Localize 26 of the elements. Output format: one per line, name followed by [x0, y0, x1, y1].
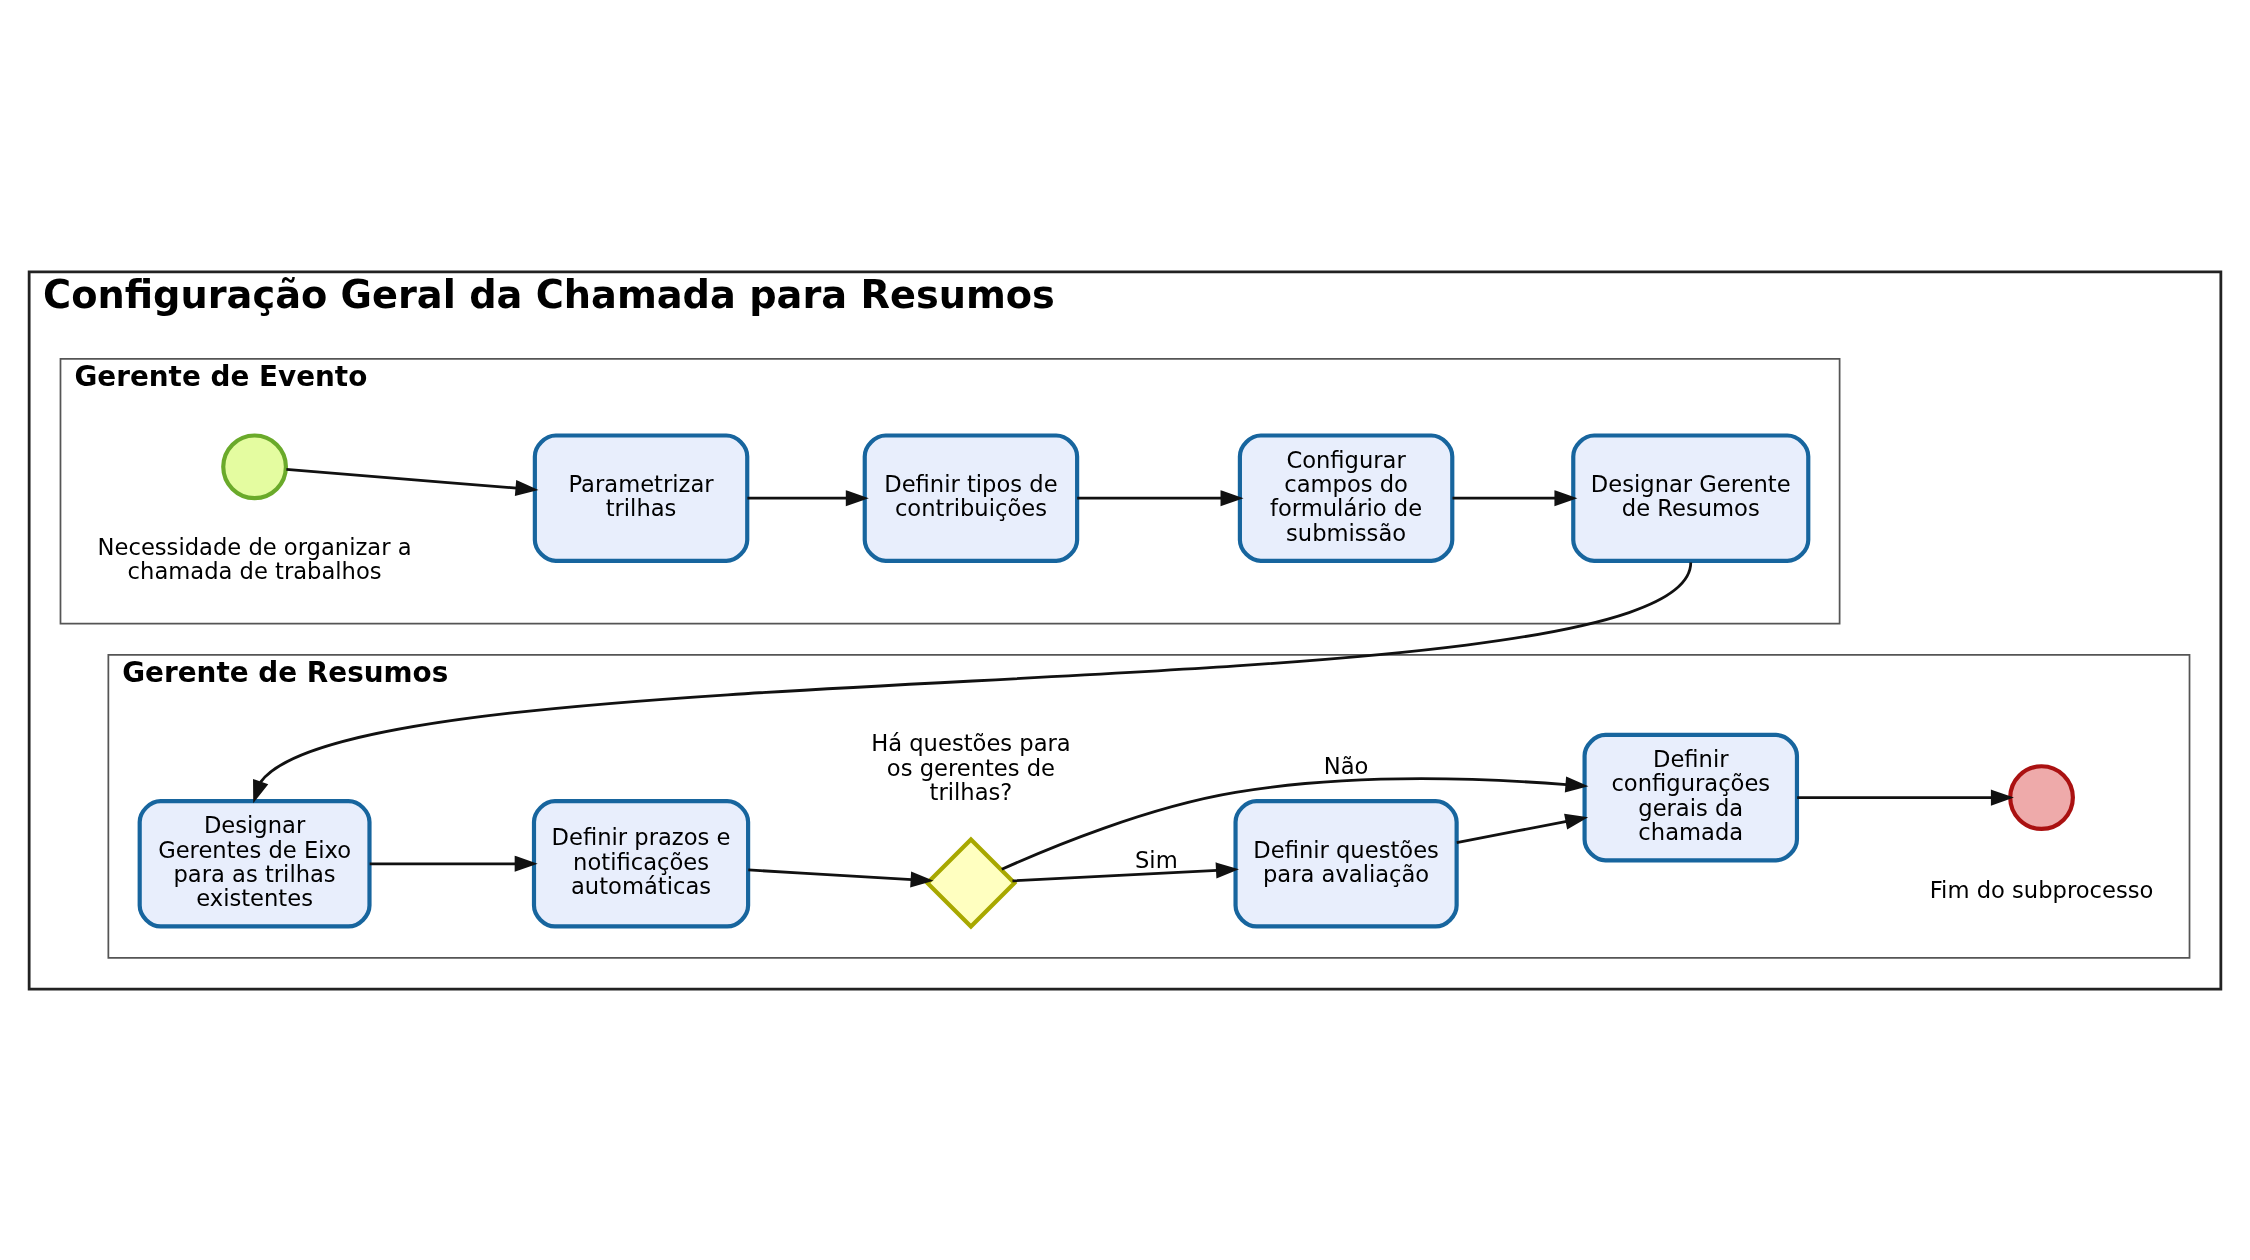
node-label: Fim do subprocesso [1929, 876, 2154, 903]
arrow [748, 868, 934, 888]
node-box: Definir tipos de contribuições [862, 432, 1080, 563]
arrow [747, 489, 869, 506]
arrow [286, 467, 539, 496]
arrow [1452, 489, 1578, 506]
arrow [1012, 861, 1239, 882]
node-label: Necessidade de organizar a chamada de trabalhos [97, 533, 412, 584]
node-circle [2008, 763, 2075, 831]
node-label: Há questões para os gerentes de trilhas? [871, 729, 1071, 805]
node-box: Parametrizar trilhas [532, 432, 750, 563]
node-box: Designar Gerentes de Eixo para as trilhas existentes [137, 798, 372, 929]
arrow [1001, 775, 1589, 871]
node-box: Configurar campos do formulário de submissão [1237, 432, 1455, 563]
edge-label: Não [1323, 752, 1369, 779]
node-box: Definir prazos e notificações automáticas [531, 798, 751, 929]
node-box: Definir questões para avaliação [1233, 798, 1459, 929]
node-box: Designar Gerente de Resumos [1571, 432, 1811, 563]
node-circle [221, 432, 288, 500]
arrow [369, 855, 538, 872]
arrow [1797, 789, 2014, 806]
arrow [1077, 489, 1244, 506]
node-box: Definir configurações gerais da chamada [1582, 732, 1800, 862]
edge-label: Sim [1134, 846, 1178, 873]
arrow [1456, 813, 1589, 844]
node-diamond [924, 835, 1018, 929]
